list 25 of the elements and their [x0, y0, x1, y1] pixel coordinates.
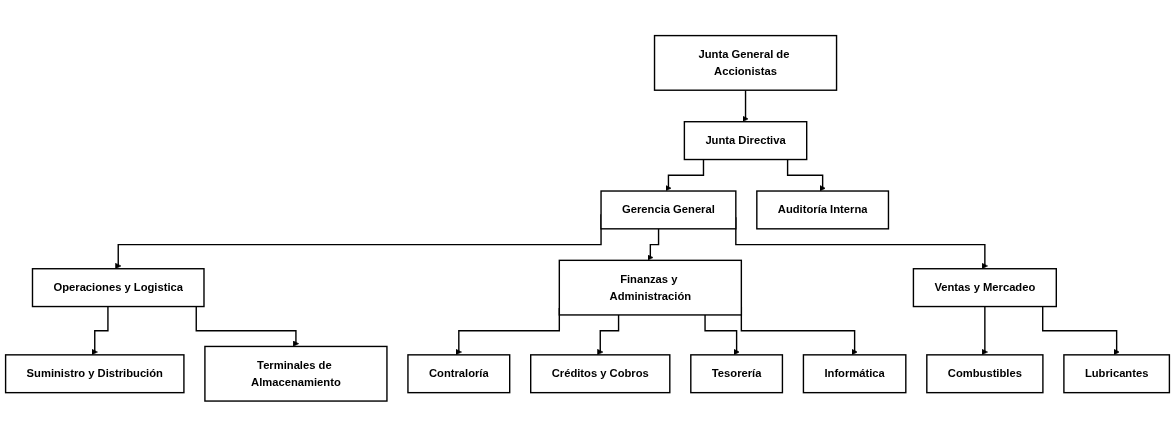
node-box: Terminales de Almacenamiento — [204, 345, 388, 402]
node-box: Junta General de Accionistas — [653, 35, 838, 92]
arrow — [742, 89, 749, 123]
arrow — [786, 159, 826, 192]
node-box: Tesorería — [690, 354, 784, 394]
node-box: Operaciones y Logistica — [31, 268, 205, 308]
arrow — [195, 306, 299, 347]
node-box: Lubricantes — [1063, 354, 1171, 394]
arrow — [647, 228, 660, 261]
node-box: Gerencia General — [600, 190, 737, 230]
arrow — [704, 314, 740, 356]
node-box: Suministro y Distribución — [4, 354, 185, 394]
arrow — [665, 159, 705, 192]
node-box: Contraloría — [407, 354, 511, 394]
node-box: Junta Directiva — [683, 121, 808, 161]
node-box: Combustibles — [926, 354, 1044, 394]
node-box: Finanzas y Administración — [558, 259, 743, 316]
node-box: Créditos y Cobros — [530, 354, 671, 394]
arrow — [981, 306, 988, 356]
node-box: Ventas y Mercadeo — [912, 268, 1057, 308]
node-box: Auditoría Interna — [756, 190, 890, 230]
arrow — [597, 314, 620, 356]
arrow — [1042, 306, 1120, 356]
node-box: Informática — [802, 354, 907, 394]
arrow — [91, 306, 109, 356]
